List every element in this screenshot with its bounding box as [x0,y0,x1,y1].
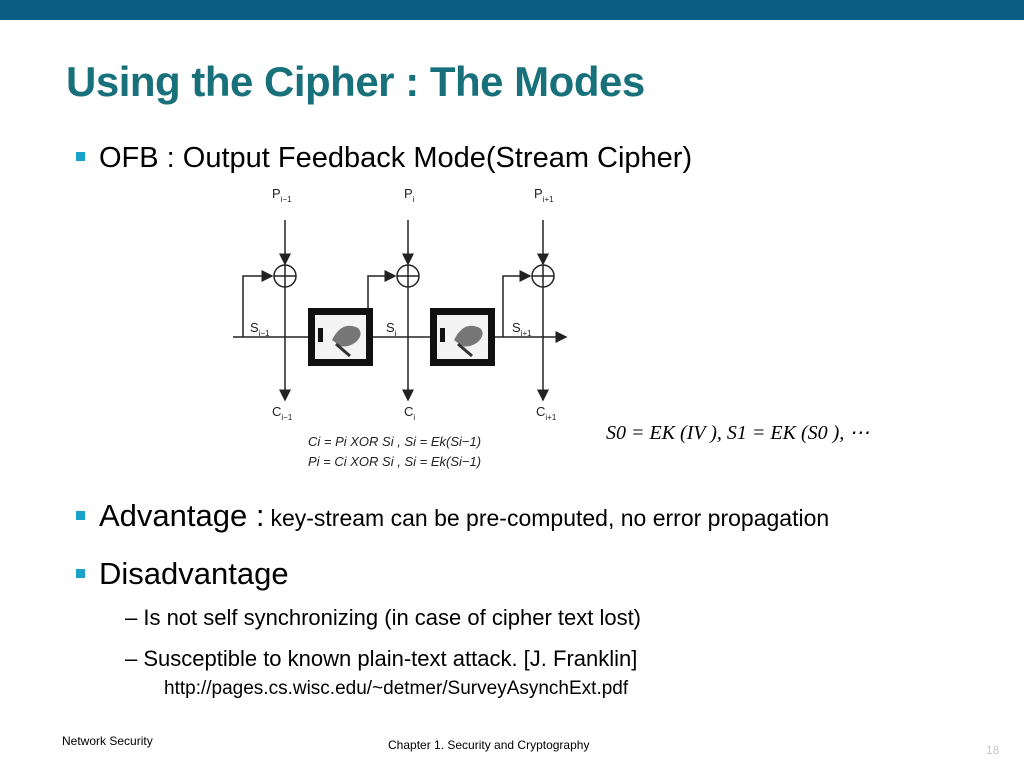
svg-text:Pi−1: Pi−1 [272,186,292,204]
diagram-eq-1: Ci = Pi XOR Si , Si = Ek(Si−1) [308,434,481,449]
disadvantage-item-2: – Susceptible to known plain-text attack… [125,646,638,671]
advantage-label: Advantage : [99,498,265,533]
footer-chapter: Chapter 1. Security and Cryptography [388,738,590,752]
svg-text:Si+1: Si+1 [512,320,532,338]
svg-text:Ci−1: Ci−1 [272,404,293,422]
bullet-ofb-label: OFB : Output Feedback Mode(Stream Cipher… [99,142,693,174]
s-label: S [386,320,395,335]
bullet-disadvantage: Disadvantage [76,556,289,592]
key-stream-formula: S0 = EK (IV ), S1 = EK (S0 ), ⋯ [606,422,870,444]
top-band [0,0,1024,20]
svg-text:Ci+1: Ci+1 [536,404,557,422]
page-number: 18 [986,743,1000,757]
s-label: S [250,320,259,335]
svg-text:Si−1: Si−1 [250,320,270,338]
bullet-square-icon [76,511,85,520]
svg-text:Pi: Pi [404,186,415,204]
ofb-diagram-svg: Pi−1 Pi Pi+1 Si−1 Si Si+1 Ci−1 Ci Ci+1 C… [233,186,568,469]
p-label: P [534,186,543,201]
advantage-detail: key-stream can be pre-computed, no error… [270,505,830,531]
svg-text:Si: Si [386,320,397,338]
c-label: C [536,404,545,419]
p-label: P [404,186,413,201]
encrypt-box-1 [308,308,373,366]
disadvantage-label: Disadvantage [99,556,289,591]
slide-title: Using the Cipher : The Modes [66,58,645,105]
disadvantage-item-1: – Is not self synchronizing (in case of … [125,605,642,630]
bullet-advantage: Advantage : key-stream can be pre-comput… [76,498,829,534]
encrypt-box-2 [430,308,495,366]
footer-course: Network Security [62,734,153,748]
reference-link[interactable]: http://pages.cs.wisc.edu/~detmer/SurveyA… [164,678,629,699]
diagram-eq-2: Pi = Ci XOR Si , Si = Ek(Si−1) [308,454,481,469]
c-label: C [404,404,413,419]
bullet-ofb: OFB : Output Feedback Mode(Stream Cipher… [76,142,692,175]
svg-text:Pi+1: Pi+1 [534,186,554,204]
svg-text:Ci: Ci [404,404,415,422]
p-label: P [272,186,281,201]
ofb-diagram: Pi−1 Pi Pi+1 Si−1 Si Si+1 Ci−1 Ci Ci+1 C… [228,180,588,480]
bullet-square-icon [76,152,85,161]
s-label: S [512,320,521,335]
bullet-square-icon [76,569,85,578]
c-label: C [272,404,281,419]
